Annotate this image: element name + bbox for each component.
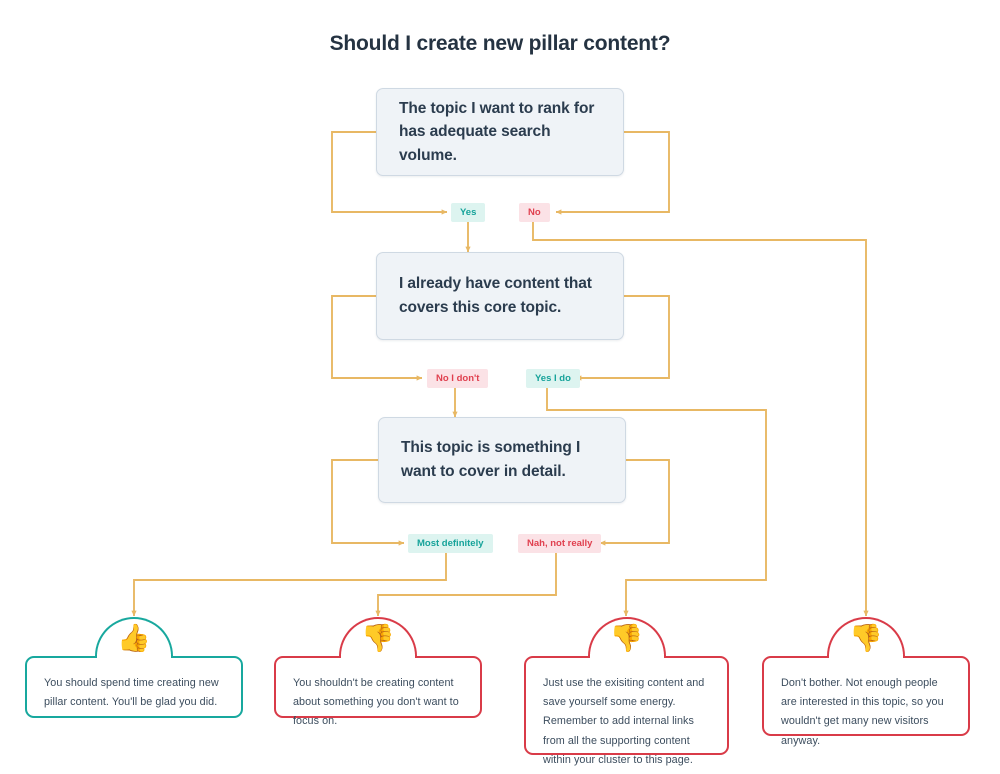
question-text: This topic is something I want to cover … (401, 439, 581, 480)
arch-notch-mask (589, 654, 664, 660)
outcome-body: You should spend time creating new pilla… (25, 656, 243, 718)
answer-label-nah-not-really: Nah, not really (518, 534, 602, 553)
answer-label-yes-i-do: Yes I do (526, 369, 580, 388)
page-title: Should I create new pillar content? (329, 32, 671, 55)
question-box-2: I already have content that covers this … (376, 252, 624, 340)
question-box-1: The topic I want to rank for has adequat… (376, 88, 624, 176)
outcome-body: You shouldn't be creating content about … (274, 656, 482, 727)
thumbs-down-icon: 👎 (849, 623, 883, 653)
wire-nah-to-outcome2 (375, 553, 557, 617)
question-box-3: This topic is something I want to cover … (378, 417, 626, 503)
outcome-body: Don't bother. Not enough people are inte… (762, 656, 970, 747)
answer-label-most-definitely: Most definitely (408, 534, 493, 553)
answer-label-no: No (519, 203, 550, 222)
outcome-text: Don't bother. Not enough people are inte… (781, 677, 944, 747)
answer-label-yes: Yes (451, 203, 486, 222)
outcome-text: You should spend time creating new pilla… (44, 677, 219, 709)
arch-notch-mask (97, 654, 171, 660)
answer-label-no-i-dont: No I don't (427, 369, 489, 388)
arch-notch-mask (829, 654, 903, 660)
thumbs-up-icon: 👍 (117, 623, 151, 653)
outcome-text: Just use the exisiting content and save … (543, 677, 705, 766)
outcome-body: Just use the exisiting content and save … (524, 656, 729, 766)
outcome-text: You shouldn't be creating content about … (293, 677, 459, 728)
thumbs-down-icon: 👎 (609, 623, 644, 653)
arch-notch-mask (341, 654, 415, 660)
question-text: I already have content that covers this … (399, 275, 592, 316)
thumbs-down-icon: 👎 (361, 623, 395, 653)
question-text: The topic I want to rank for has adequat… (399, 99, 595, 164)
wire-mostdef-to-outcome1 (131, 553, 447, 617)
